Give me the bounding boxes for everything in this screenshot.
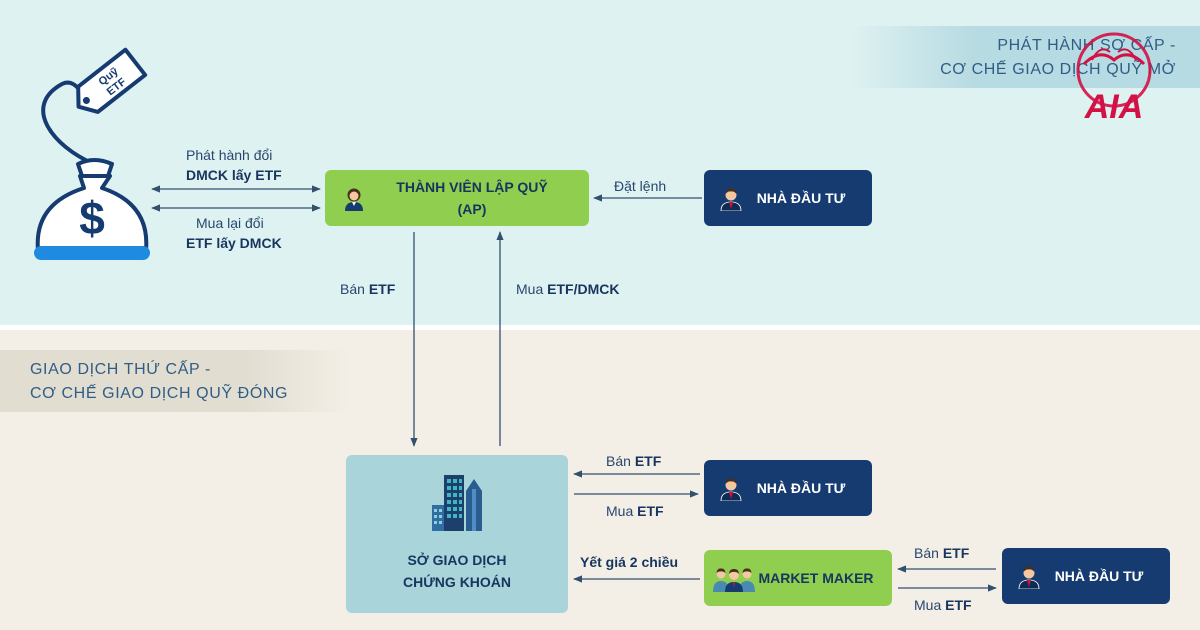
investor-label-1: NHÀ ĐẦU TƯ [756, 190, 846, 206]
buy-etf-label-3: Mua ETF [914, 597, 972, 613]
etf-fund-bag-icon: Quỹ ETF $ [34, 47, 150, 260]
stock-exchange-box: SỞ GIAO DỊCH CHỨNG KHOÁN [346, 455, 568, 613]
businessman-icon [720, 478, 742, 501]
buildings-icon [432, 475, 482, 531]
ap-buy-etf-dmck-label: Mua ETF/DMCK [516, 281, 620, 297]
ap-label-line2: (AP) [457, 201, 487, 217]
place-order-label: Đặt lệnh [614, 178, 667, 194]
zone-divider [0, 325, 1200, 330]
ap-label-line1: THÀNH VIÊN LẬP QUỸ [396, 179, 548, 195]
exchange-label-line1: SỞ GIAO DỊCH [407, 552, 507, 568]
issue-label-line1: Phát hành đổi [186, 147, 273, 163]
secondary-section-banner: GIAO DỊCH THỨ CẤP - CƠ CHẾ GIAO DỊCH QUỸ… [0, 350, 350, 412]
businessman-icon [720, 188, 742, 211]
primary-banner-line2: CƠ CHẾ GIAO DỊCH QUỸ MỞ [940, 61, 1176, 78]
primary-section-banner: PHÁT HÀNH SƠ CẤP - CƠ CHẾ GIAO DỊCH QUỸ … [850, 26, 1200, 88]
sell-etf-label-2: Bán ETF [606, 453, 662, 469]
investor-box-market-maker: NHÀ ĐẦU TƯ [1002, 548, 1170, 604]
market-maker-label: MARKET MAKER [758, 570, 874, 586]
exchange-label-line2: CHỨNG KHOÁN [402, 574, 512, 590]
aia-logo-text: AIA [1084, 88, 1144, 126]
redeem-label-line2: ETF lấy DMCK [186, 235, 282, 251]
aia-logo-icon: AIA [1076, 32, 1152, 126]
sell-etf-label-3: Bán ETF [914, 545, 970, 561]
secondary-banner-line2: CƠ CHẾ GIAO DỊCH QUỸ ĐÓNG [30, 385, 289, 402]
two-way-quote-label: Yết giá 2 chiều [580, 554, 679, 570]
redeem-label-line1: Mua lại đổi [196, 215, 264, 231]
investor-box-secondary: NHÀ ĐẦU TƯ [704, 460, 872, 516]
buy-etf-label-2: Mua ETF [606, 503, 664, 519]
issue-label-line2: DMCK lấy ETF [186, 167, 282, 183]
investor-label-3: NHÀ ĐẦU TƯ [1054, 568, 1144, 584]
currency-symbol: $ [79, 192, 105, 244]
people-group-icon [713, 568, 755, 592]
female-person-icon [345, 188, 363, 211]
secondary-banner-line1: GIAO DỊCH THỨ CẤP - [30, 361, 211, 378]
investor-label-2: NHÀ ĐẦU TƯ [756, 480, 846, 496]
market-maker-box: MARKET MAKER [704, 550, 892, 606]
authorized-participant-box: THÀNH VIÊN LẬP QUỸ (AP) [325, 170, 589, 226]
ap-sell-etf-label: Bán ETF [340, 281, 396, 297]
businessman-icon [1018, 566, 1040, 589]
investor-box-primary: NHÀ ĐẦU TƯ [704, 170, 872, 226]
